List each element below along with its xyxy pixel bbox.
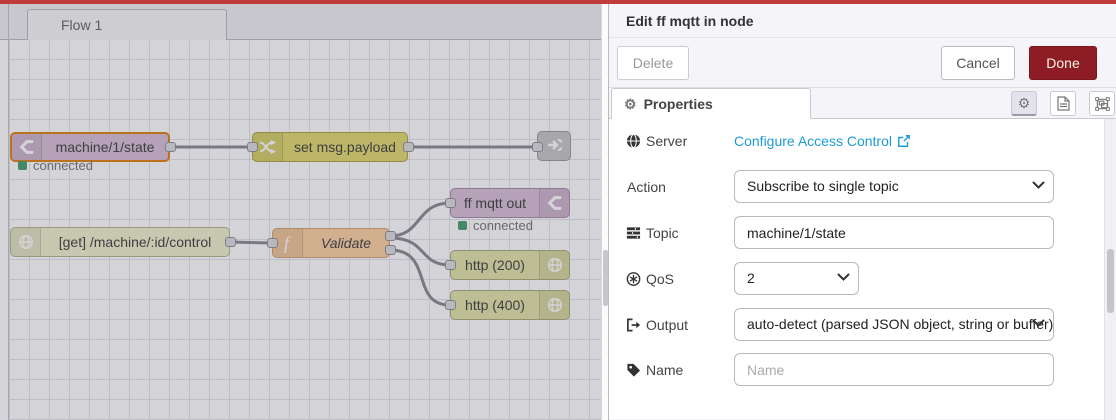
mqtt-icon <box>12 134 42 160</box>
form-row-name: Name <box>609 353 1116 386</box>
node-mqtt-in[interactable]: machine/1/state <box>10 132 170 162</box>
node-edit-form: Server Configure Access Control Action S… <box>609 119 1116 419</box>
external-link-icon <box>898 135 910 147</box>
form-row-output: Output auto-detect (parsed JSON object, … <box>609 308 1116 341</box>
document-icon <box>1056 96 1070 111</box>
topic-label: Topic <box>646 224 679 241</box>
node-status: connected <box>18 158 93 173</box>
port-output-1[interactable] <box>385 231 396 241</box>
status-dot-icon <box>458 221 467 230</box>
sign-out-icon <box>627 318 641 331</box>
action-select[interactable]: Subscribe to single topic <box>734 170 1054 203</box>
port-output[interactable] <box>403 142 414 152</box>
port-output[interactable] <box>165 142 176 152</box>
workspace-scrollbar[interactable] <box>601 4 608 420</box>
edit-properties-button[interactable]: ⚙ <box>1011 91 1037 116</box>
tray-title: Edit ff mqtt in node <box>609 4 1116 38</box>
form-row-topic: Topic <box>609 216 1116 249</box>
chevron-down-icon <box>1032 319 1045 327</box>
tag-icon <box>627 363 641 377</box>
flow-tab[interactable]: Flow 1 <box>27 9 227 40</box>
function-icon: f <box>273 229 303 257</box>
output-label: Output <box>646 316 689 333</box>
globe-icon <box>539 251 569 279</box>
mqtt-icon <box>539 189 569 217</box>
node-label: [get] /machine/:id/control <box>58 234 212 250</box>
globe-icon <box>11 228 41 256</box>
action-label: Action <box>627 178 666 195</box>
globe-icon <box>626 133 641 149</box>
status-dot-icon <box>18 161 27 170</box>
tray-tabs: ⚙ Properties ⚙ <box>609 88 1116 119</box>
scrollbar-thumb[interactable] <box>1107 249 1114 313</box>
port-input[interactable] <box>445 198 456 208</box>
node-http-in[interactable]: [get] /machine/:id/control <box>10 227 230 257</box>
done-button[interactable]: Done <box>1029 46 1097 80</box>
cancel-button[interactable]: Cancel <box>941 46 1015 80</box>
delete-button[interactable]: Delete <box>617 46 689 80</box>
node-label: set msg.payload <box>294 139 396 155</box>
node-label: http (400) <box>465 297 525 313</box>
edit-description-button[interactable] <box>1050 91 1076 116</box>
chevron-down-icon <box>837 273 850 281</box>
object-group-icon <box>1094 96 1110 111</box>
port-input[interactable] <box>247 142 258 152</box>
edit-tray: Edit ff mqtt in node Delete Cancel Done … <box>608 4 1116 420</box>
chevron-down-icon <box>1032 181 1045 189</box>
qos-select[interactable]: 2 <box>734 262 859 295</box>
tray-toolbar: Delete Cancel Done <box>609 38 1116 88</box>
node-function[interactable]: f Validate <box>272 228 390 258</box>
configure-access-control-link[interactable]: Configure Access Control <box>734 133 911 149</box>
name-label: Name <box>646 361 684 378</box>
port-input[interactable] <box>267 238 278 248</box>
tab-properties[interactable]: ⚙ Properties <box>611 88 811 119</box>
output-select[interactable]: auto-detect (parsed JSON object, string … <box>734 308 1054 341</box>
app-header-bar <box>0 0 1116 4</box>
shuffle-icon <box>253 133 283 161</box>
node-label: Validate <box>320 235 372 251</box>
edit-appearance-button[interactable] <box>1089 91 1115 116</box>
node-http-response-200[interactable]: http (200) <box>450 250 570 280</box>
name-input[interactable] <box>734 353 1054 386</box>
topic-input[interactable] <box>734 216 1054 249</box>
link-out-icon <box>538 137 570 156</box>
node-label: machine/1/state <box>55 139 155 155</box>
node-http-response-400[interactable]: http (400) <box>450 290 570 320</box>
gear-icon: ⚙ <box>1017 95 1031 111</box>
tray-scrollbar[interactable] <box>1104 119 1116 420</box>
node-label: ff mqtt out <box>464 195 526 211</box>
scrollbar-thumb[interactable] <box>603 250 608 306</box>
flow-workspace: Flow 1 machine/1/state connected <box>0 4 601 420</box>
form-row-server: Server Configure Access Control <box>609 127 1116 155</box>
workspace-left-edge <box>8 4 9 420</box>
svg-text:f: f <box>284 233 292 253</box>
tasks-icon <box>626 226 641 239</box>
port-input[interactable] <box>532 142 543 152</box>
port-input[interactable] <box>445 300 456 310</box>
form-row-action: Action Subscribe to single topic <box>609 170 1116 203</box>
port-output-2[interactable] <box>385 245 396 255</box>
port-output[interactable] <box>225 237 236 247</box>
server-label: Server <box>646 133 688 149</box>
node-status: connected <box>458 218 533 233</box>
globe-icon <box>539 291 569 319</box>
form-row-qos: QoS 2 <box>609 262 1116 295</box>
node-label: http (200) <box>465 257 525 273</box>
port-input[interactable] <box>445 260 456 270</box>
node-change[interactable]: set msg.payload <box>252 132 408 162</box>
qos-icon <box>626 271 641 286</box>
qos-label: QoS <box>646 270 675 287</box>
gear-icon: ⚙ <box>624 95 637 112</box>
node-mqtt-out[interactable]: ff mqtt out <box>450 188 570 218</box>
